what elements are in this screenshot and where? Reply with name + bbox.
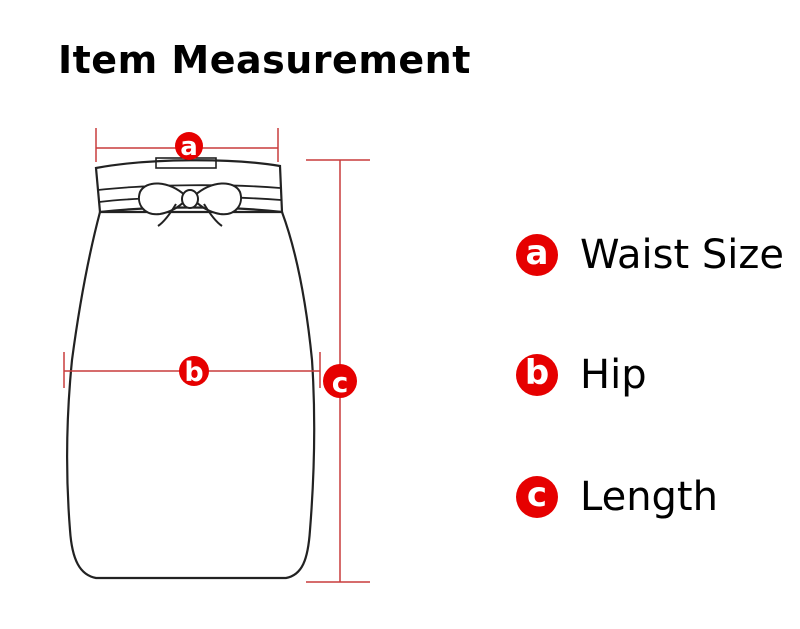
legend-item-waist-size: a Waist Size (516, 232, 784, 278)
legend-item-hip: b Hip (516, 352, 647, 398)
legend-label-waist-size: Waist Size (580, 232, 784, 278)
legend-marker-c: c (516, 476, 558, 518)
bow-icon (138, 182, 242, 227)
legend-label-hip: Hip (580, 352, 647, 398)
hip-marker (179, 356, 209, 386)
waist-marker (175, 132, 203, 160)
waist-marker-letter: a (180, 132, 198, 162)
legend-marker-b: b (516, 354, 558, 396)
length-marker-letter: c (332, 366, 349, 399)
legend-item-length: c Length (516, 474, 718, 520)
belt-line (97, 184, 281, 191)
hip-marker-letter: b (184, 357, 203, 388)
skirt-outline (66, 210, 316, 580)
legend-marker-a: a (516, 234, 558, 276)
legend-label-length: Length (580, 474, 718, 520)
length-marker (323, 364, 357, 398)
page-title: Item Measurement (58, 38, 471, 82)
